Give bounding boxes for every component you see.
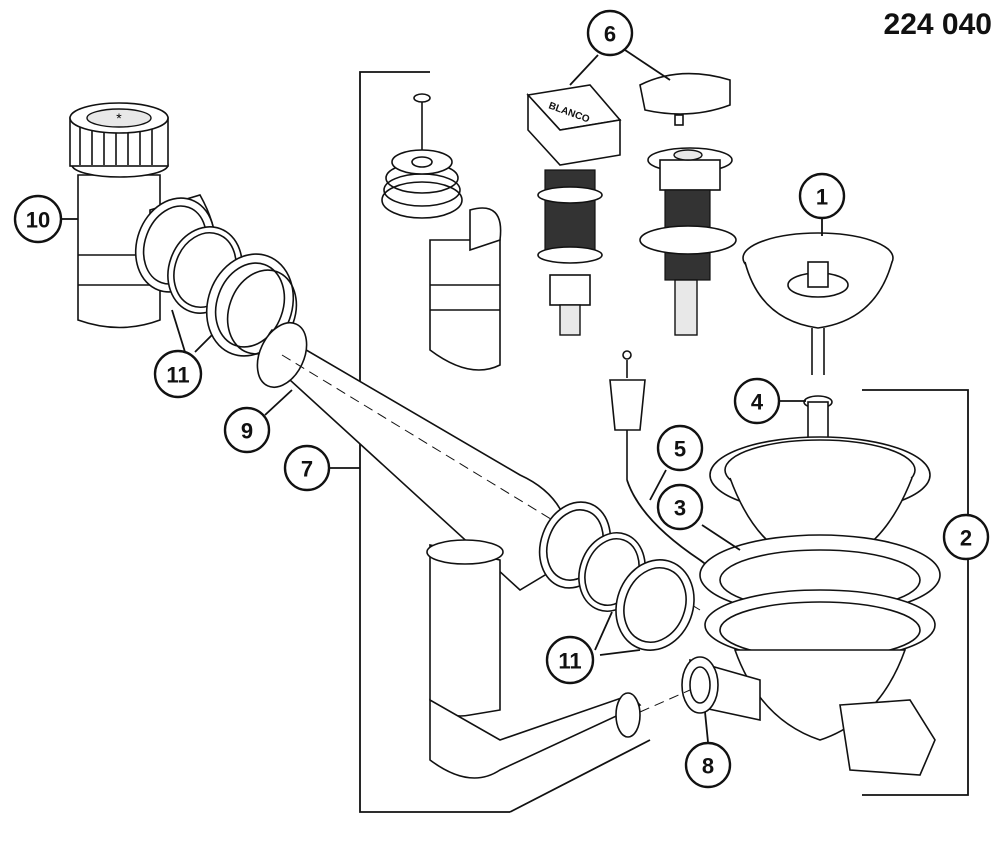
svg-text:10: 10 bbox=[26, 208, 50, 233]
callout-5: 5 bbox=[656, 424, 704, 472]
strainer-basket bbox=[742, 232, 894, 375]
svg-text:8: 8 bbox=[702, 754, 714, 779]
svg-text:7: 7 bbox=[301, 457, 313, 482]
callout-6: 6 bbox=[586, 9, 634, 57]
overflow-chamber bbox=[381, 93, 502, 371]
connecting-pipe bbox=[256, 322, 701, 611]
svg-text:1: 1 bbox=[816, 185, 828, 210]
callout-3: 3 bbox=[656, 483, 704, 531]
callout-9: 9 bbox=[223, 406, 271, 454]
svg-text:11: 11 bbox=[166, 363, 189, 388]
upper-seal-nut-set bbox=[134, 197, 298, 357]
svg-text:9: 9 bbox=[241, 419, 253, 444]
overflow-pipe bbox=[426, 539, 691, 779]
bracket-2 bbox=[862, 389, 969, 796]
callout-11-lower: 11 bbox=[545, 635, 595, 685]
part-number: 224 040 bbox=[883, 8, 992, 41]
svg-text:2: 2 bbox=[960, 526, 972, 551]
callout-2: 2 bbox=[942, 513, 990, 561]
svg-text:*: * bbox=[116, 110, 122, 126]
callout-4: 4 bbox=[733, 377, 781, 425]
callout-7: 7 bbox=[283, 444, 331, 492]
svg-text:11: 11 bbox=[558, 649, 581, 674]
bowden-cable bbox=[609, 350, 761, 601]
svg-text:5: 5 bbox=[674, 437, 686, 462]
svg-text:6: 6 bbox=[604, 22, 616, 47]
drain-body bbox=[681, 436, 941, 776]
callout-10: 10 bbox=[13, 194, 63, 244]
lower-seal-nut-set bbox=[538, 501, 695, 651]
operating-knobs: BLANCO bbox=[526, 72, 737, 336]
callout-8: 8 bbox=[684, 741, 732, 789]
callout-11-upper: 11 bbox=[153, 349, 203, 399]
svg-text:3: 3 bbox=[674, 496, 686, 521]
svg-text:4: 4 bbox=[751, 390, 764, 415]
callout-1: 1 bbox=[798, 172, 846, 220]
